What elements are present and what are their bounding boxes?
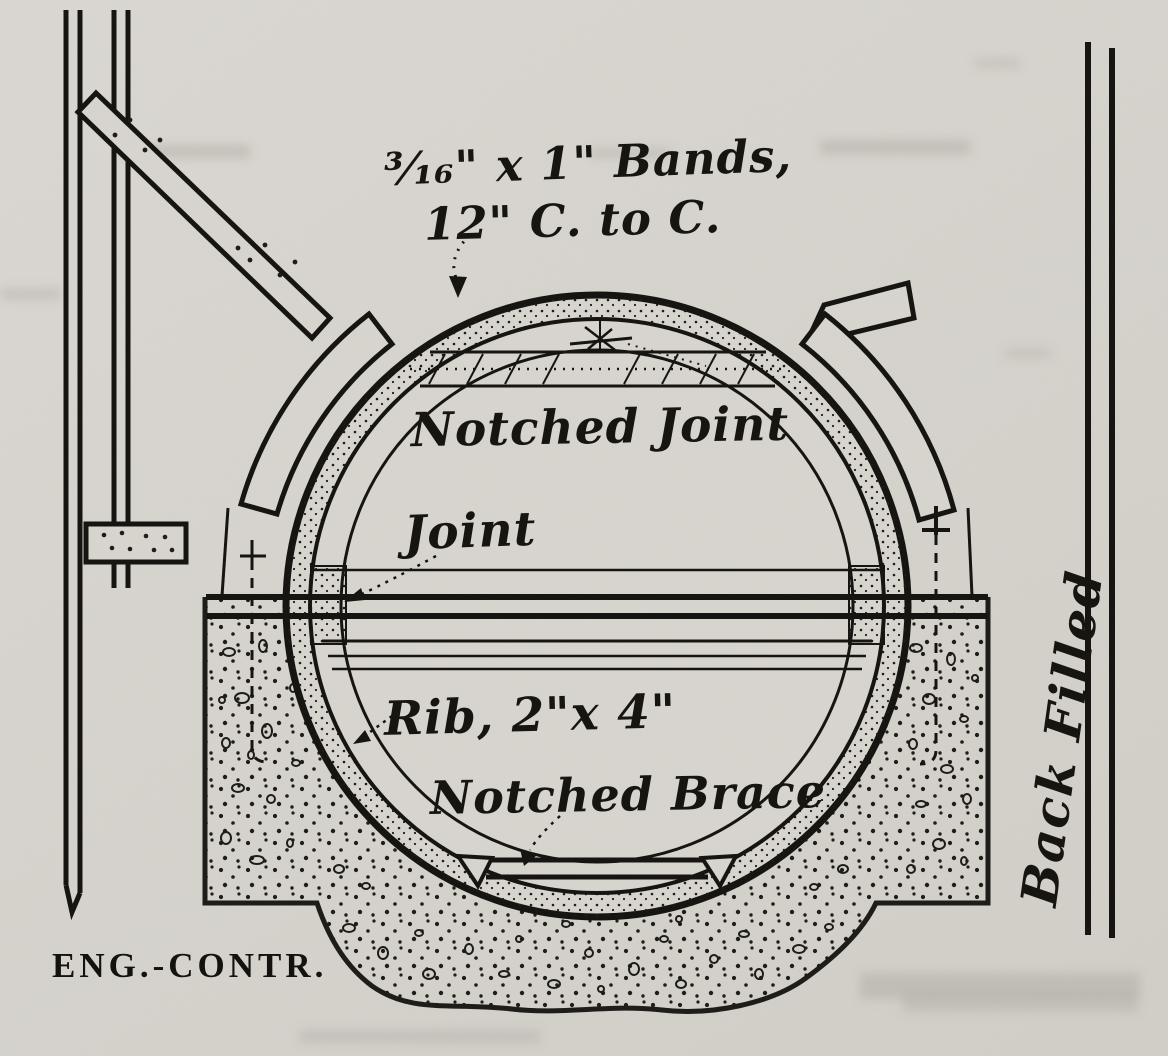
notched-joint-label: Notched Joint — [410, 396, 790, 459]
bands-label-line2: 12" C. to C. — [423, 190, 722, 251]
rib-label: Rib, 2"x 4" — [383, 684, 677, 747]
joint-label: Joint — [403, 501, 538, 562]
notched-brace-label: Notched Brace — [429, 764, 827, 825]
bands-label-line1: ³⁄₁₆" x 1" Bands, — [383, 128, 793, 197]
credit-label: ENG.-CONTR. — [52, 946, 328, 985]
